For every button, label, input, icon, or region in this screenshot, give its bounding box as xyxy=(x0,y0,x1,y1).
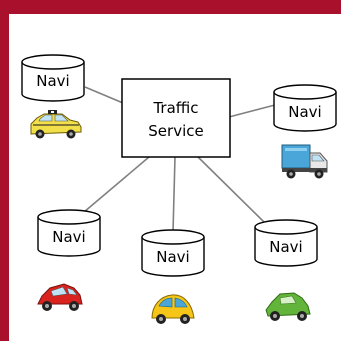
connection-line-navi-3 xyxy=(83,156,150,213)
connection-line-navi-4 xyxy=(172,156,176,233)
delivery-truck-icon xyxy=(281,144,328,179)
green-car-icon xyxy=(265,292,311,321)
traffic-service-label-line2: Service xyxy=(148,122,203,140)
navi-label-5: Navi xyxy=(269,238,302,256)
navi-label-2: Navi xyxy=(288,103,321,121)
navi-database-4: Navi xyxy=(141,229,205,277)
taxi-icon xyxy=(30,110,82,139)
connection-line-navi-5 xyxy=(197,156,265,223)
navi-database-5: Navi xyxy=(254,219,318,267)
traffic-service-box: Traffic Service xyxy=(121,78,231,158)
connections xyxy=(83,86,276,233)
navi-label-3: Navi xyxy=(52,228,85,246)
navi-label-1: Navi xyxy=(36,72,69,90)
red-car-icon xyxy=(37,283,83,311)
navi-label-4: Navi xyxy=(156,248,189,266)
frame-top-bar xyxy=(0,0,341,14)
navi-database-3: Navi xyxy=(37,209,101,257)
navi-database-2: Navi xyxy=(273,84,337,132)
connection-line-navi-2 xyxy=(228,104,276,118)
connection-line-navi-1 xyxy=(84,86,124,104)
navi-database-1: Navi xyxy=(21,54,85,102)
yellow-beetle-icon xyxy=(151,294,195,324)
traffic-service-label-line1: Traffic xyxy=(152,99,198,117)
frame-left-bar xyxy=(0,0,9,341)
